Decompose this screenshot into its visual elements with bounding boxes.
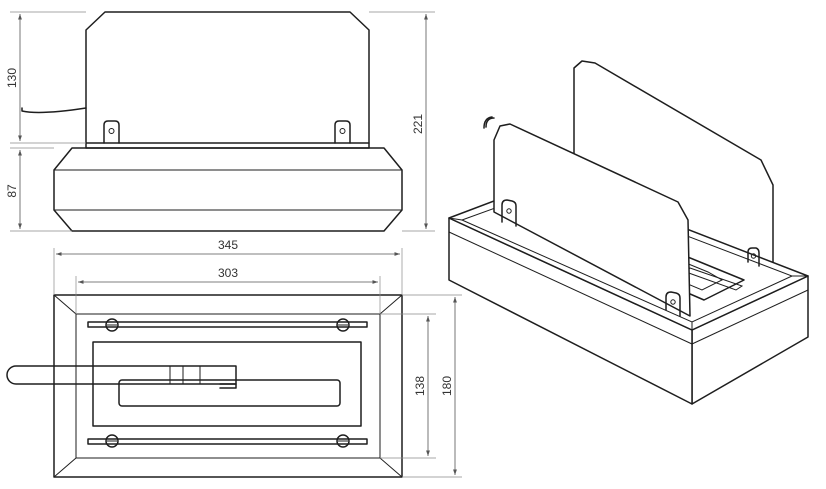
front-bracket-left xyxy=(103,120,120,144)
dimension-label-total-height: 221 xyxy=(411,114,425,134)
iso-rear-brackets xyxy=(483,116,760,267)
dimension-label-base-height: 87 xyxy=(5,184,19,198)
front-glass-panel xyxy=(85,11,370,144)
top-glass-panel-rear xyxy=(87,321,368,328)
dimension-panel-height: 130 xyxy=(5,11,86,144)
dimension-label-panel-height: 130 xyxy=(5,68,19,88)
dimension-label-overall-width: 180 xyxy=(440,376,454,396)
dimension-overall-length: 345 xyxy=(53,238,403,295)
top-outer-frame xyxy=(53,294,403,478)
dimension-label-panel-length: 303 xyxy=(218,266,238,280)
isometric-view xyxy=(448,60,809,405)
iso-front-glass-panel xyxy=(493,123,691,317)
dimension-label-inner-width: 138 xyxy=(413,376,427,396)
top-control-handle xyxy=(6,365,237,389)
top-glass-panel-front xyxy=(87,438,368,445)
dimension-overall-width: 180 xyxy=(402,294,462,478)
dimension-total-height: 221 xyxy=(369,11,435,232)
top-inner-frame xyxy=(75,313,381,459)
dimension-label-overall-length: 345 xyxy=(218,238,238,252)
front-bracket-right xyxy=(334,120,351,144)
top-burner-slot xyxy=(118,379,341,407)
dimension-base-height: 87 xyxy=(5,147,72,232)
iso-front-brackets xyxy=(501,199,681,317)
front-view: 130 87 221 xyxy=(5,11,435,232)
front-fuel-tube xyxy=(21,107,87,114)
dimension-panel-length: 303 xyxy=(75,266,381,314)
dimension-inner-width: 138 xyxy=(380,313,436,459)
top-bracket-screws xyxy=(105,318,350,448)
top-view: 345 303 138 180 xyxy=(6,238,462,478)
front-base-body xyxy=(53,147,403,232)
